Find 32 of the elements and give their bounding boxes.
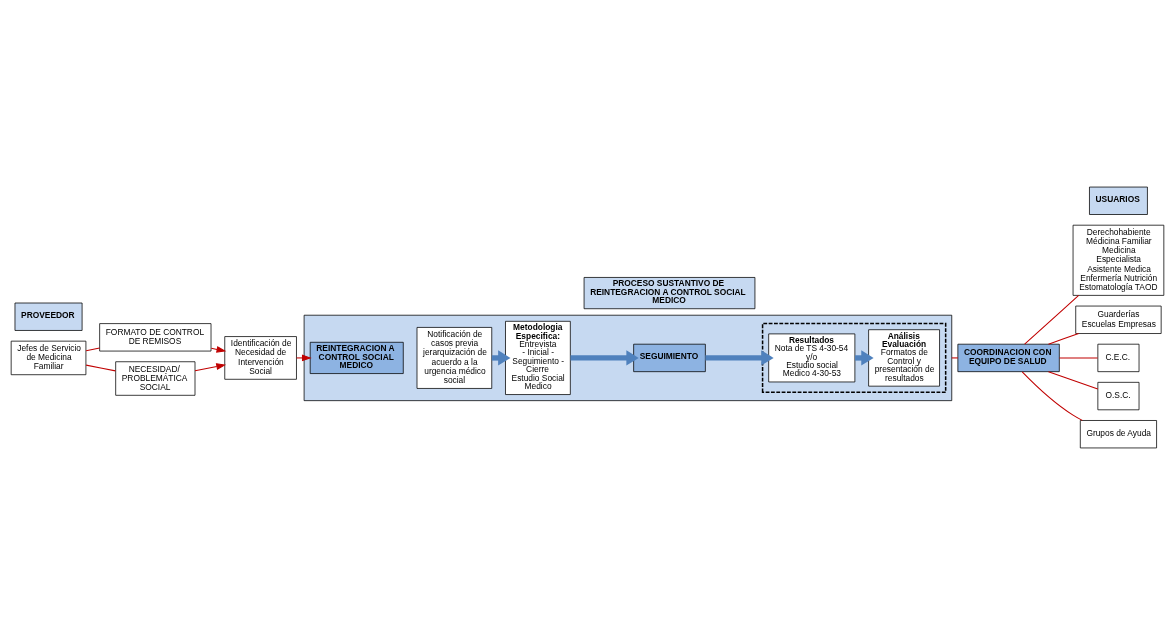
connector: [1047, 371, 1099, 390]
connector: [85, 347, 101, 352]
connector: [1058, 357, 1099, 359]
node-box: Derechohabiente Médicina Familiar Medicina Especialista Asistente Medica Enfermería Nutrición Estomatología TAOD: [1072, 224, 1165, 296]
node-box: NECESIDAD/ PROBLEMÁTICA SOCIAL: [115, 361, 196, 396]
arrow: [296, 354, 312, 362]
node-box: PROVEEDOR: [14, 302, 83, 331]
arrow: [570, 350, 639, 366]
node-box: C.E.C.: [1097, 343, 1140, 373]
node-box: USUARIOS: [1089, 186, 1148, 215]
node-box: O.S.C.: [1097, 381, 1140, 411]
arrow: [194, 363, 227, 372]
node-box: Metodologia Especifica: Entrevista - Inicial - Seguimiento - Cierre Estudio Social Medico: [505, 320, 571, 395]
node-box: Grupos de Ayuda: [1079, 420, 1157, 449]
node-box: Jefes de Servicio de Medicina Familiar: [10, 340, 87, 376]
connector: [951, 357, 959, 359]
connector: [1047, 333, 1080, 345]
connector: [1021, 371, 1083, 421]
node-box: Análisis Evaluación Formatos de Control y presentación de resultados: [868, 329, 940, 387]
node-box: Identificación de Necesidad de Intervención Social: [224, 336, 297, 380]
connector: [85, 364, 116, 372]
node-box: Guarderías Escuelas Empresas: [1075, 305, 1162, 334]
arrow: [705, 350, 774, 366]
connector: [1024, 294, 1080, 345]
node-box: COORDINACION CON EQUIPO DE SALUD: [957, 343, 1060, 373]
node-box: FORMATO DE CONTROL DE REMISOS: [99, 323, 212, 352]
node-box: Resultados Nota de TS 4-30-54 y/o Estudio social Medico 4-30-53: [768, 333, 856, 383]
node-box: SEGUIMIENTO: [633, 343, 706, 373]
node-box: PROCESO SUSTANTIVO DE REINTEGRACION A CONTROL SOCIAL MEDICO: [583, 277, 756, 310]
arrow: [210, 346, 227, 353]
node-box: REINTEGRACION A CONTROL SOCIAL MEDICO: [309, 341, 404, 374]
node-box: Notificación de casos previa jerarquización de acuerdo a la urgencia médico social: [416, 327, 493, 389]
